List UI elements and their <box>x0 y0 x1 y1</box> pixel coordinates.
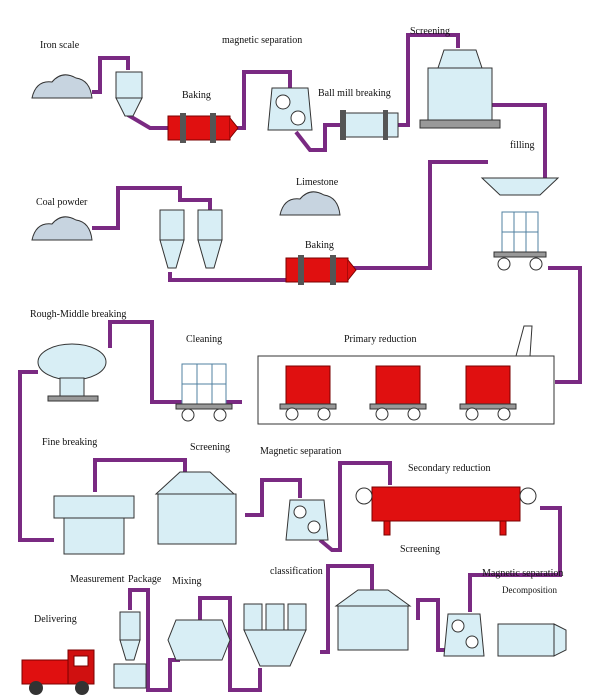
label-magnetic-separation-3: Magnetic separation <box>482 568 563 579</box>
pipe-coal-to-hoppers <box>92 186 212 230</box>
label-ball-mill-breaking: Ball mill breaking <box>318 88 391 99</box>
labels: Iron scale magnetic separation Screening… <box>30 26 563 625</box>
fine-breaking-machine <box>53 495 135 555</box>
ball-mill <box>340 110 399 140</box>
limestone-pile <box>279 191 341 216</box>
pipe-fine-to-screen <box>93 458 187 492</box>
pipe-mill-to-screen <box>398 33 460 127</box>
coal-powder-pile <box>31 216 93 241</box>
reduction-cart-1 <box>279 365 337 421</box>
label-screening-2: Screening <box>190 442 230 453</box>
label-package: Package <box>128 574 162 585</box>
reduction-carts <box>279 365 517 421</box>
pipe-kiln-to-magsep <box>230 70 292 130</box>
pipe-screen-to-magsep <box>245 478 302 517</box>
label-baking-1: Baking <box>182 90 211 101</box>
filling-funnel <box>480 177 560 196</box>
screening-machine-3 <box>334 589 412 651</box>
magnetic-separator-1 <box>267 87 313 131</box>
rough-middle-crusher <box>37 343 107 402</box>
label-filling: filling <box>510 140 534 151</box>
rotary-kiln-2 <box>285 255 357 285</box>
label-rough-middle-breaking: Rough-Middle breaking <box>30 309 126 320</box>
label-decomposition: Decomposition <box>502 585 557 595</box>
label-magnetic-separation-1: magnetic separation <box>222 35 302 46</box>
pipe-screen-to-classifier <box>320 564 374 654</box>
pipe-kiln-to-filling <box>350 160 488 270</box>
pipe-secondary-to-magsep3 <box>468 506 562 612</box>
classifier <box>243 603 307 667</box>
pipe-mixer-to-measure <box>128 588 180 692</box>
label-classification: classification <box>270 566 323 577</box>
pipe-classifier-to-mixer <box>198 596 262 692</box>
label-coal-powder: Coal powder <box>36 197 88 208</box>
label-fine-breaking: Fine breaking <box>42 437 97 448</box>
filled-cart <box>493 211 547 271</box>
label-mixing: Mixing <box>172 576 201 587</box>
pipe-magsep-to-secondary <box>318 461 392 552</box>
pipe-magsep-to-mill <box>294 123 345 152</box>
label-limestone: Limestone <box>296 177 339 188</box>
pipe-hoppers-to-kiln <box>168 272 290 282</box>
label-measurement: Measurement <box>70 574 125 585</box>
label-magnetic-separation-2: Magnetic separation <box>260 446 341 457</box>
pipe-iron-to-hopper <box>92 56 130 94</box>
pipe-cart-to-primary <box>548 266 582 384</box>
label-baking-2: Baking <box>305 240 334 251</box>
cleaning-cart <box>175 363 233 422</box>
label-secondary-reduction: Secondary reduction <box>408 463 490 474</box>
mixer <box>167 619 231 661</box>
pipe-rough-to-fine <box>18 370 54 542</box>
label-iron-scale: Iron scale <box>40 40 80 51</box>
rotary-kiln-1 <box>167 113 239 143</box>
screening-machine-1 <box>419 49 501 129</box>
label-screening-1: Screening <box>410 26 450 37</box>
magnetic-separator-2 <box>285 499 329 541</box>
iron-hopper <box>115 71 143 117</box>
screening-machine-2 <box>154 471 237 545</box>
iron-scale-pile <box>31 74 93 99</box>
reduction-cart-2 <box>369 365 427 421</box>
label-screening-3: Screening <box>400 544 440 555</box>
pipe-hopper-to-kiln <box>126 113 168 130</box>
secondary-reduction-furnace <box>355 486 537 536</box>
reduction-cart-3 <box>459 365 517 421</box>
delivery-truck <box>21 649 95 695</box>
coal-hoppers <box>159 209 223 269</box>
measurement-hopper <box>113 611 147 689</box>
label-cleaning: Cleaning <box>186 334 222 345</box>
label-primary-reduction: Primary reduction <box>344 334 416 345</box>
label-delivering: Delivering <box>34 614 77 625</box>
decomposition-drum <box>497 623 567 657</box>
magnetic-separator-3 <box>443 613 485 657</box>
